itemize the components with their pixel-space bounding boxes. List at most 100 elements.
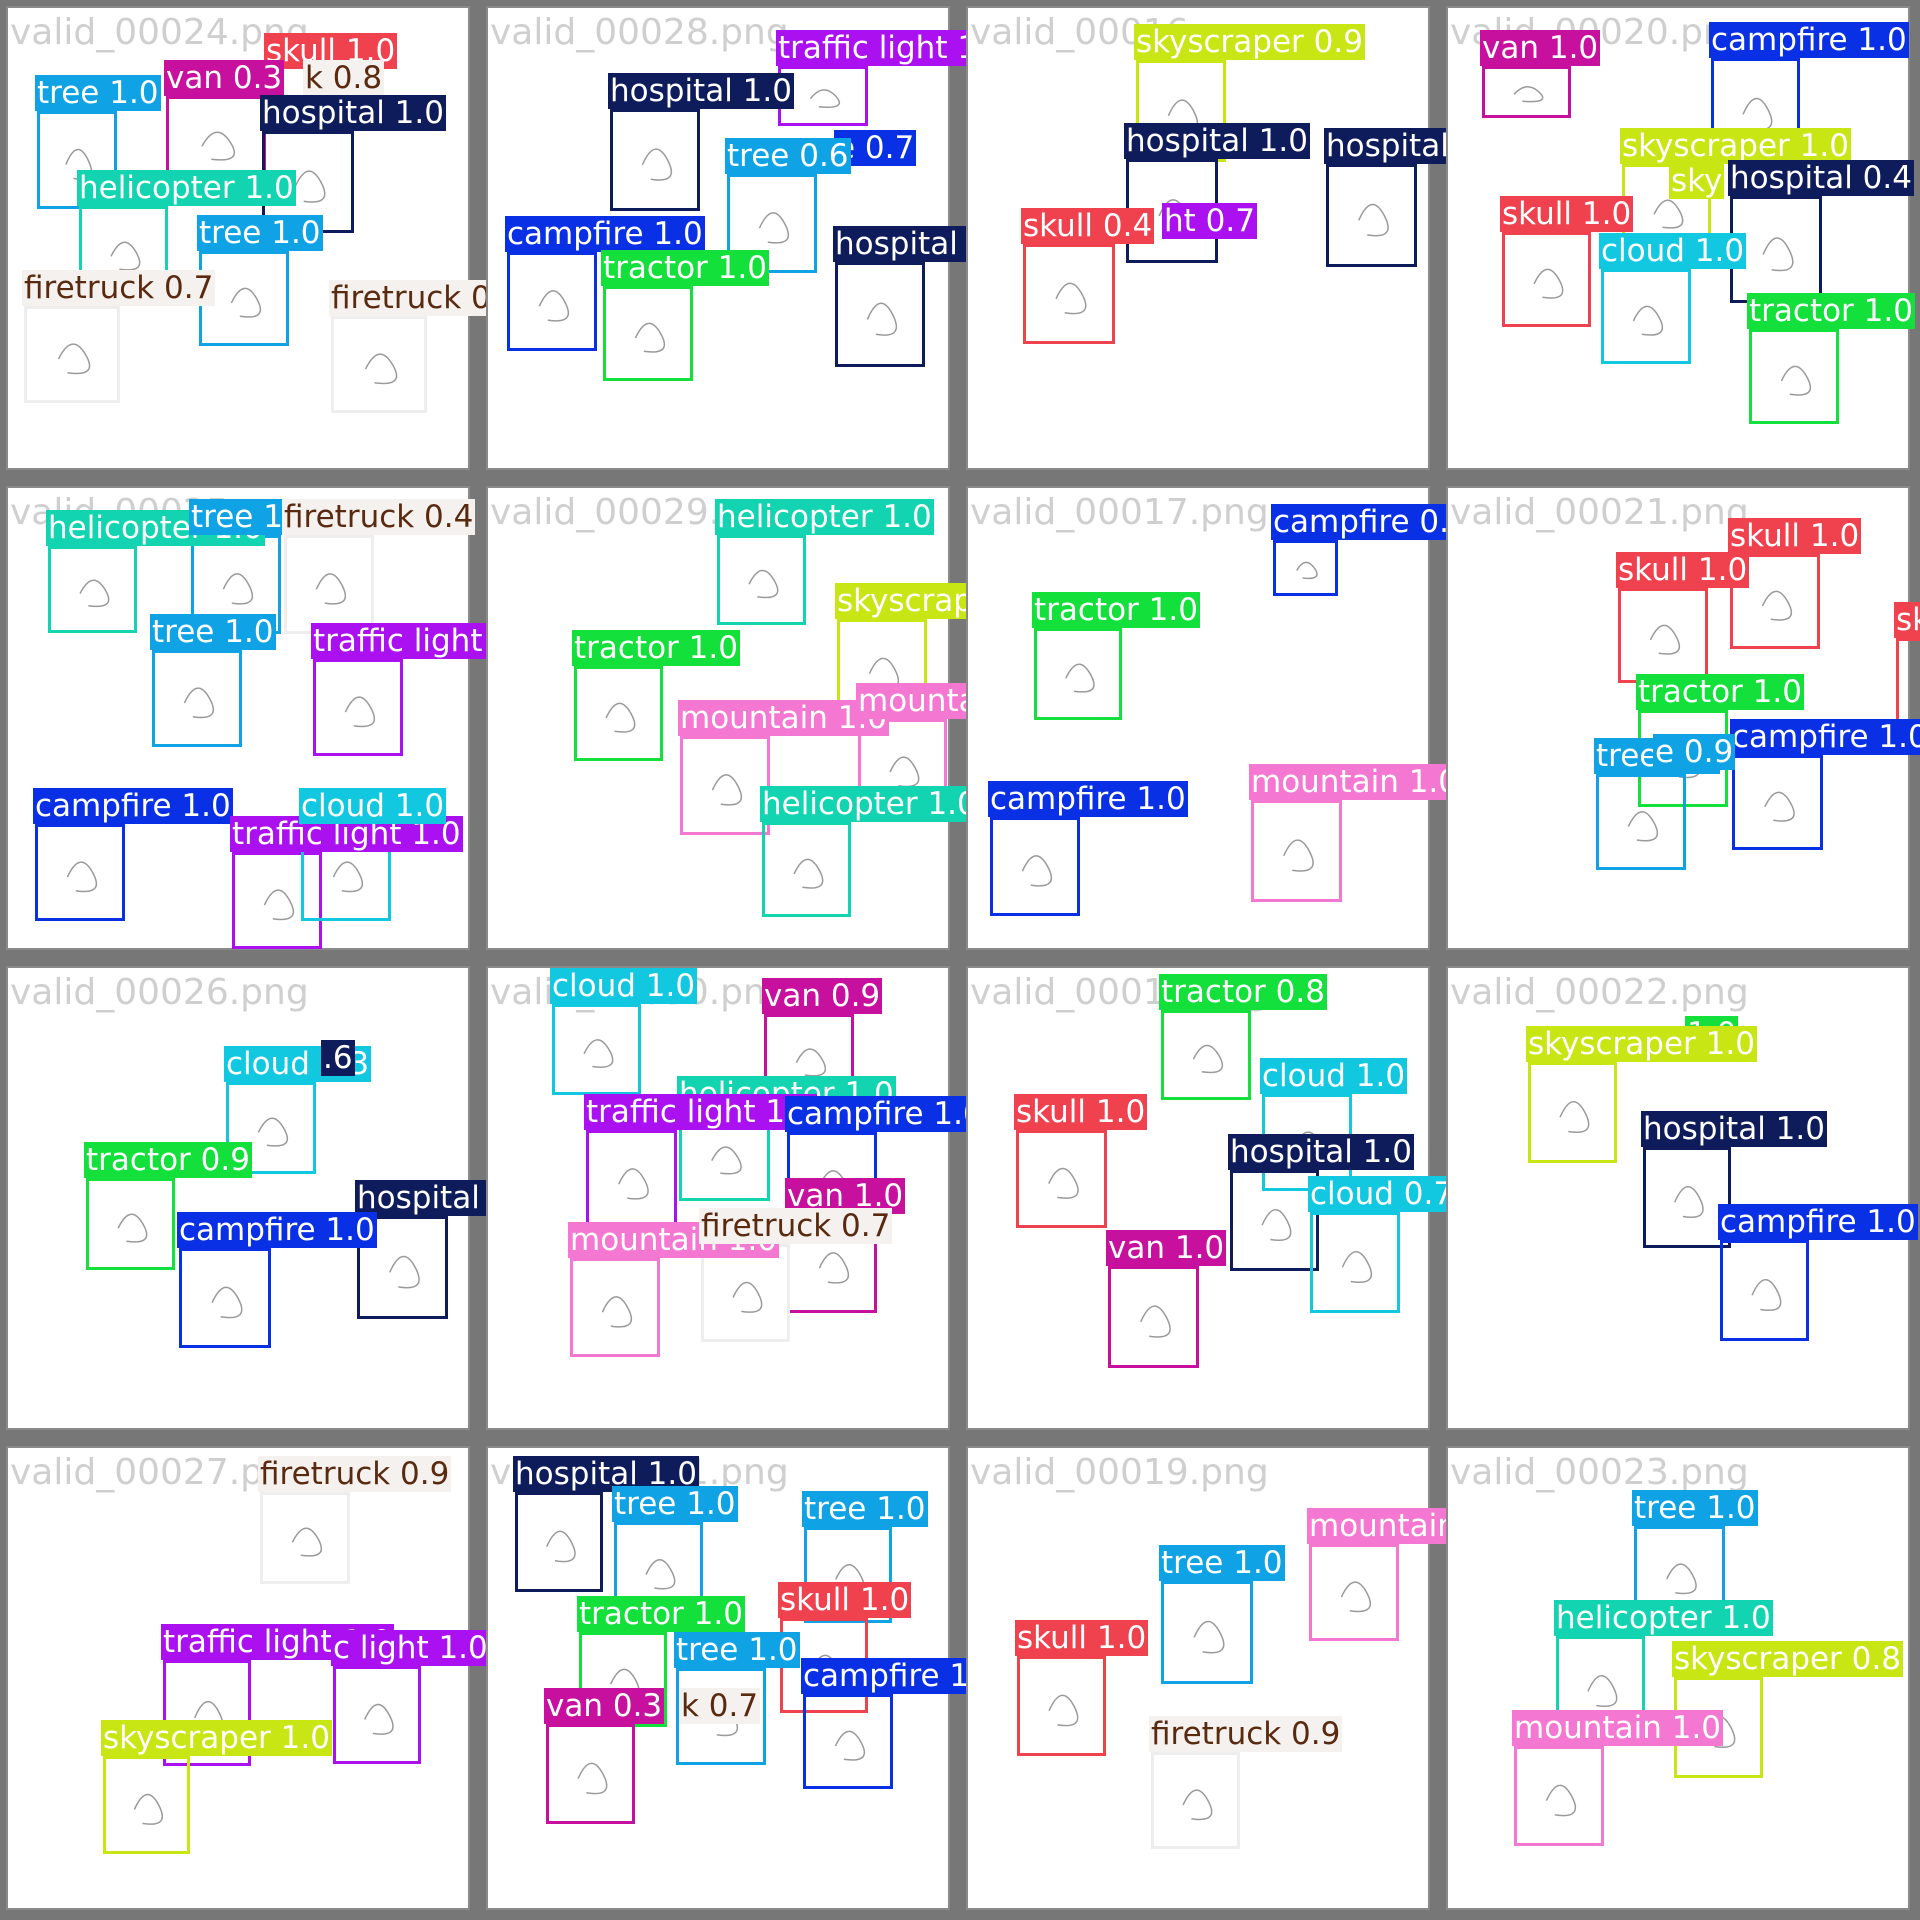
detection-label: helicopter 1.0 — [715, 499, 934, 535]
tile-filename: valid_00028.png — [490, 12, 789, 53]
bounding-box — [260, 1492, 350, 1584]
detection-label: campfire 1.0 — [33, 788, 233, 824]
doodle-sketch — [1048, 1167, 1079, 1199]
bounding-box — [1251, 800, 1342, 902]
doodle-sketch — [1513, 86, 1544, 103]
doodle-sketch — [211, 1286, 243, 1319]
bounding-box — [990, 817, 1080, 916]
detection-label: skull 1.0 — [1015, 1620, 1149, 1656]
doodle-sketch — [1627, 811, 1659, 842]
detection-label: campfire 1.0 — [1718, 1204, 1918, 1240]
bounding-box — [179, 1248, 271, 1348]
doodle-sketch — [641, 148, 673, 181]
bounding-box — [727, 174, 817, 273]
detection-label: tree 1.0 — [612, 1486, 738, 1522]
bounding-box — [48, 546, 137, 633]
detection-label: traffic light 1.0 — [584, 1094, 817, 1130]
bounding-box — [762, 822, 851, 917]
doodle-sketch — [263, 889, 295, 921]
detection-label: campfire 1.0 — [785, 1096, 985, 1132]
detection-label: tractor 1.0 — [601, 250, 769, 286]
tile-filename: valid_00023.png — [1450, 1452, 1749, 1493]
doodle-sketch — [834, 1730, 866, 1761]
doodle-sketch — [795, 1048, 827, 1077]
doodle-sketch — [1193, 1620, 1225, 1654]
detection-label: tractor 0.8 — [1159, 974, 1327, 1010]
detection-label: campfire 1.0 — [177, 1212, 377, 1248]
bounding-box — [1310, 1212, 1400, 1313]
detection-label: tractor 1.0 — [577, 1596, 745, 1632]
detection-label: tree 1.0 — [1159, 1545, 1285, 1581]
detection-label: tree 1.0 — [150, 614, 276, 650]
doodle-sketch — [1021, 855, 1053, 887]
doodle-sketch — [1192, 1044, 1224, 1074]
detection-label: cloud 1.0 — [550, 968, 698, 1004]
detection-label: k 0.7 — [679, 1688, 761, 1724]
bounding-box — [1273, 540, 1338, 596]
bounding-box — [152, 650, 242, 747]
bounding-box — [333, 1666, 421, 1764]
bounding-box — [1034, 628, 1122, 720]
doodle-sketch — [1649, 624, 1681, 655]
doodle-sketch — [732, 1281, 763, 1313]
detection-label: firetruck 0.7 — [699, 1208, 893, 1244]
detection-label: skull 1.0 — [778, 1582, 912, 1618]
doodle-sketch — [711, 1146, 742, 1175]
detection-label: c light 1.0 — [331, 1630, 490, 1666]
doodle-sketch — [110, 241, 141, 271]
tile-filename: valid_00017.png — [970, 492, 1269, 533]
tile-filename: valid_00026.png — [10, 972, 309, 1013]
bounding-box — [586, 1130, 677, 1229]
doodle-sketch — [291, 1527, 323, 1557]
doodle-sketch — [618, 1168, 649, 1200]
doodle-sketch — [889, 756, 920, 788]
doodle-sketch — [1762, 237, 1794, 272]
detection-label: .6 — [321, 1040, 355, 1076]
doodle-sketch — [66, 861, 98, 893]
bounding-box — [357, 1216, 448, 1319]
detection-label: tractor 0.9 — [84, 1142, 252, 1178]
detection-label: hospital 1.0 — [608, 73, 794, 109]
detection-label: hospital 0.4 — [1728, 160, 1914, 196]
bounding-box — [1309, 1544, 1399, 1641]
doodle-sketch — [1780, 365, 1812, 396]
bounding-box — [803, 1694, 893, 1789]
detection-label: van 0.9 — [762, 978, 883, 1014]
detection-label: mountain 1.0 — [678, 700, 890, 736]
doodle-sketch — [866, 302, 898, 336]
doodle-sketch — [1340, 1581, 1372, 1613]
doodle-sketch — [117, 1213, 148, 1243]
bounding-box — [701, 1244, 790, 1342]
detection-label: van 0.3 — [544, 1688, 665, 1724]
detection-label: hospital 1.0 — [260, 95, 446, 131]
doodle-sketch — [818, 1252, 850, 1284]
detection-label: skyscraper 1.0 — [101, 1720, 332, 1756]
bounding-box — [1023, 244, 1115, 344]
doodle-sketch — [201, 131, 235, 161]
doodle-sketch — [364, 353, 398, 385]
bounding-box — [1749, 329, 1839, 424]
detection-label: skull 0.4 — [1021, 208, 1155, 244]
detection-label: tree 1.0 — [674, 1632, 800, 1668]
doodle-sketch — [634, 322, 666, 353]
doodle-sketch — [344, 696, 376, 728]
detection-label: cloud 1.0 — [1260, 1058, 1408, 1094]
doodle-sketch — [1533, 268, 1564, 299]
detection-label: skyscraper 1.0 — [1526, 1026, 1757, 1062]
doodle-sketch — [1761, 590, 1793, 621]
bounding-box — [552, 1004, 641, 1095]
doodle-sketch — [1764, 791, 1795, 822]
doodle-sketch — [809, 89, 841, 108]
bounding-box — [331, 316, 427, 413]
tile-filename: valid_00024.png — [10, 12, 309, 53]
bounding-box — [1528, 1062, 1617, 1163]
bounding-box — [1151, 1752, 1240, 1849]
detection-label: cloud 1.0 — [299, 788, 447, 824]
bounding-box — [1161, 1581, 1253, 1684]
